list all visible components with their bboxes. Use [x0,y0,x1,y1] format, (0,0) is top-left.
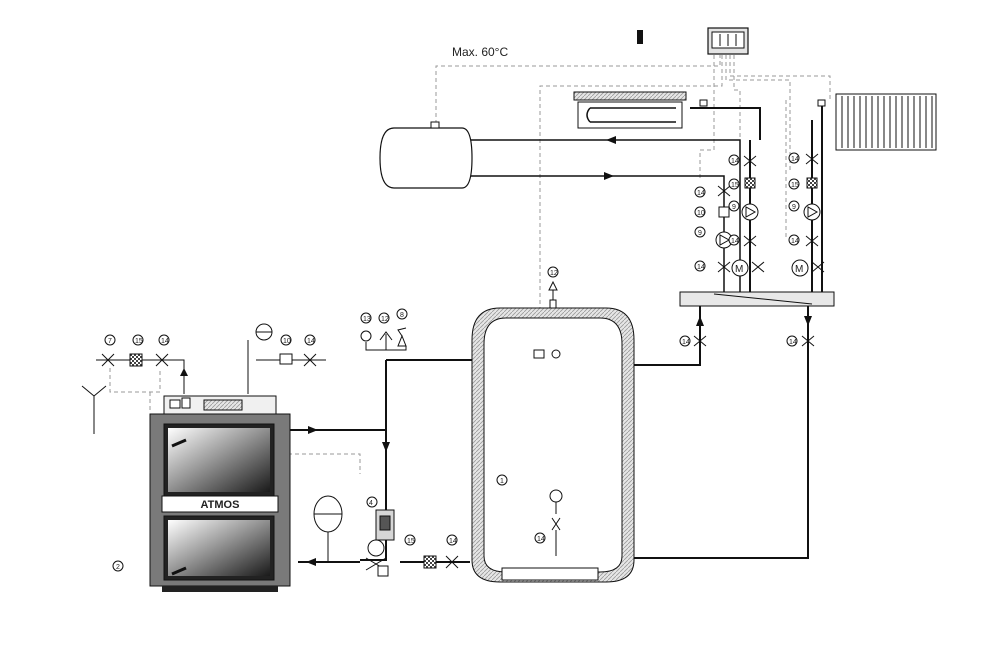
svg-text:14: 14 [731,238,739,245]
dhw-tank [379,121,473,189]
manifold-valves: 14 14 [679,335,815,347]
expansion-vessel [313,495,343,562]
svg-text:8: 8 [400,312,404,319]
svg-text:14: 14 [697,264,705,271]
boiler-brand-label: ATMOS [201,499,240,511]
svg-text:1: 1 [500,478,504,485]
svg-text:14: 14 [449,538,457,545]
svg-text:15: 15 [791,182,799,189]
temperature-limit-label: Max. 60°C [452,45,508,59]
controller-unit [707,27,749,55]
outdoor-sensor [637,30,643,44]
svg-text:14: 14 [161,338,169,345]
svg-text:9: 9 [698,230,702,237]
motor-label: M [735,264,743,275]
svg-text:4: 4 [369,500,373,507]
mixing-valve-assembly: 4 15 14 [365,496,459,577]
svg-text:14: 14 [307,338,315,345]
buffer-tank: 12 1 14 [471,266,635,583]
svg-text:7: 7 [108,338,112,345]
circuit-dhw: 14 10 9 14 [694,185,733,273]
svg-text:14: 14 [697,190,705,197]
svg-text:15: 15 [731,182,739,189]
radiator [817,93,937,151]
control-wiring [109,55,831,474]
svg-text:14: 14 [789,339,797,346]
svg-text:14: 14 [791,238,799,245]
svg-text:10: 10 [283,338,291,345]
floor-heating-panel [573,91,708,129]
svg-text:15: 15 [135,338,143,345]
svg-text:12: 12 [550,270,558,277]
flow-arrows [306,136,812,566]
svg-text:12: 12 [381,316,389,323]
svg-text:14: 14 [731,158,739,165]
svg-text:10: 10 [697,210,705,217]
svg-text:14: 14 [537,536,545,543]
svg-text:15: 15 [407,538,415,545]
safety-group: 13 12 8 [360,308,408,351]
svg-text:M: M [795,264,803,275]
svg-text:2: 2 [116,564,120,571]
svg-text:13: 13 [363,316,371,323]
circuit-floor: 14 15 9 14 M [728,154,765,277]
svg-text:9: 9 [792,204,796,211]
boiler-inlet-valves: 7 15 14 10 14 [81,323,326,434]
svg-text:14: 14 [791,156,799,163]
atmos-boiler: ATMOS 2 [112,395,291,592]
svg-text:9: 9 [732,204,736,211]
svg-text:14: 14 [682,339,690,346]
circuit-radiator: 14 15 9 14 M [788,152,825,277]
